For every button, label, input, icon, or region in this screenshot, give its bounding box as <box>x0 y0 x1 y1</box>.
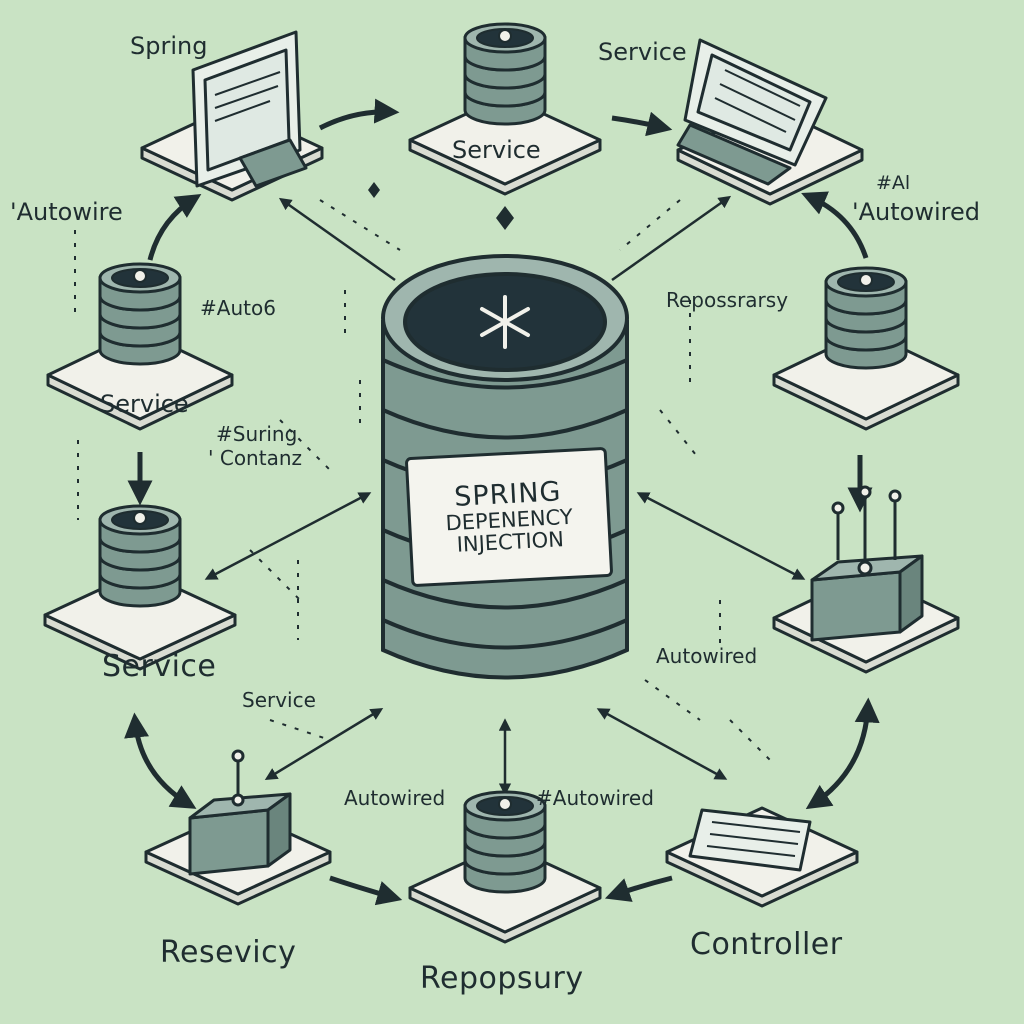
ring-arrows <box>124 98 880 906</box>
stack-service-middle <box>98 504 182 608</box>
label-service-caption: Service <box>598 38 687 66</box>
laptop-top-left <box>191 30 308 188</box>
inner-arrows <box>204 195 806 796</box>
cube-right <box>810 485 924 642</box>
diamond-top-left <box>368 182 380 198</box>
arrow-ring-top-right <box>801 191 869 259</box>
stacks <box>98 22 908 894</box>
label-spring-container-1: #Suring <box>216 422 298 446</box>
label-autowired-mid-right: Autowired <box>656 644 758 668</box>
arrow-inner-top-right <box>611 195 732 282</box>
arrow-service-top-to-laptop <box>611 111 673 137</box>
arrow-inner-bottom-right <box>596 708 728 780</box>
label-service-top-card: Service <box>452 136 541 164</box>
arrow-inner-mid-left <box>204 492 372 580</box>
cube-bottom-left <box>188 749 292 876</box>
label-autowired-bottom-right: #Autowired <box>536 786 654 810</box>
stack-service-top <box>463 22 547 126</box>
center-label-line-3: INJECTION <box>456 527 565 557</box>
arrow-laptop-to-service-top <box>318 98 400 131</box>
arrow-ring-bottom-left <box>124 712 197 809</box>
stack-service-left <box>98 262 182 366</box>
label-service-middle-card: Service <box>102 649 217 684</box>
arrow-inner-bottom-left <box>264 708 384 780</box>
label-service-left-card: Service <box>100 390 189 418</box>
arrow-cube-to-repository <box>329 875 403 906</box>
spring-dependency-injection-label: SPRING DEPENENCY INJECTION <box>404 446 614 588</box>
platform-service-left <box>46 329 234 431</box>
diamond-markers <box>368 182 514 230</box>
label-spring: Spring <box>130 32 208 60</box>
arrow-ring-top-left <box>147 194 202 261</box>
label-autowired-bottom-left: Autowired <box>344 786 446 810</box>
label-autowired-right-prefix: #Al <box>876 172 911 194</box>
stack-right <box>824 266 908 370</box>
dashed-lines <box>74 199 771 761</box>
controller-tablet <box>688 808 812 872</box>
arrow-controller-to-repository <box>604 875 673 902</box>
arrow-inner-mid-right <box>636 492 806 580</box>
laptop-top-right <box>676 38 828 186</box>
label-auto-left: #Auto6 <box>200 296 276 320</box>
asterisk-icon <box>480 295 530 349</box>
label-service-mid-left: Service <box>242 688 316 712</box>
label-autowire-left: 'Autowire <box>10 198 123 226</box>
label-controller: Controller <box>690 927 843 962</box>
label-spring-container-2: ' Contanz <box>208 446 303 470</box>
label-repository-bottom: Repopsury <box>420 961 584 996</box>
arrow-ring-bottom-right <box>805 697 880 810</box>
label-repository-right: Repossrarsy <box>666 288 789 312</box>
diamond-top-center <box>496 206 514 230</box>
arrow-inner-top-left <box>278 197 396 282</box>
platform-service-middle <box>43 569 237 671</box>
label-resevicy: Resevicy <box>160 935 297 970</box>
label-autowired-right: 'Autowired <box>852 198 980 226</box>
stack-repository-bottom <box>463 790 547 894</box>
